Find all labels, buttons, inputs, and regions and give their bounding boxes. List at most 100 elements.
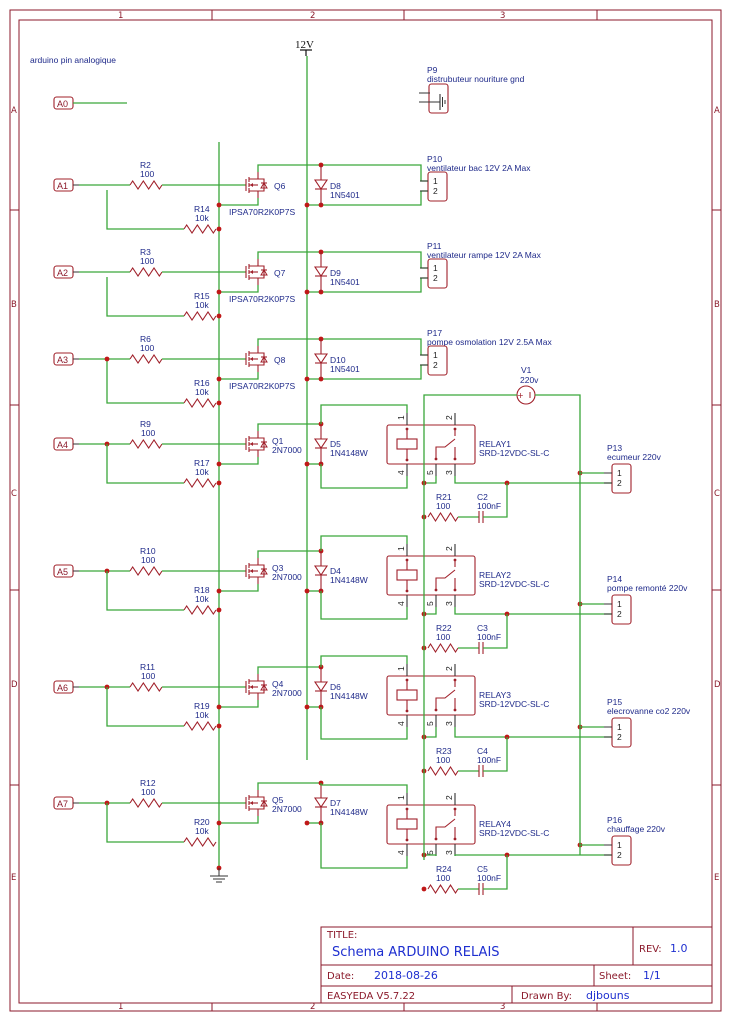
relay-part: SRD-12VDC-SL-C bbox=[479, 828, 549, 838]
relay-pin-label: 1 bbox=[396, 666, 406, 671]
relay-part: SRD-12VDC-SL-C bbox=[479, 448, 549, 458]
net-port-label: A4 bbox=[57, 440, 68, 450]
resistor-icon bbox=[427, 511, 459, 523]
wire bbox=[454, 854, 612, 856]
connector-p11[interactable]: 12 bbox=[420, 258, 448, 289]
resistor-ref: R18 bbox=[194, 585, 210, 595]
wire bbox=[483, 737, 508, 772]
mosfet-part: IPSA70R2K0P7S bbox=[229, 381, 295, 391]
voltage-source-v1[interactable]: V1 220v + bbox=[516, 365, 539, 405]
resistor-icon bbox=[129, 798, 163, 808]
svg-text:P9: P9 bbox=[427, 65, 438, 75]
diode-part: 1N4148W bbox=[330, 691, 368, 701]
net-port-a3[interactable]: A3 bbox=[53, 352, 79, 366]
relay-pin-label: 1 bbox=[396, 546, 406, 551]
relay-ref: RELAY3 bbox=[479, 690, 511, 700]
diode-ref: D4 bbox=[330, 566, 341, 576]
net-port-a2[interactable]: A2 bbox=[53, 265, 79, 279]
diode-part: 1N4148W bbox=[330, 807, 368, 817]
connector-p10[interactable]: 12 bbox=[420, 171, 448, 202]
junction bbox=[216, 723, 222, 729]
net-port-a5[interactable]: A5 bbox=[53, 564, 79, 578]
mosfet-ref: Q3 bbox=[272, 563, 284, 573]
resistor-value: 10k bbox=[195, 467, 209, 477]
mosfet-icon bbox=[245, 558, 268, 584]
mosfet-icon bbox=[245, 431, 268, 457]
resistor-ref: R6 bbox=[140, 334, 151, 344]
zone-column-label: 2 bbox=[310, 1002, 315, 1012]
wire bbox=[454, 607, 612, 615]
net-port-a6[interactable]: A6 bbox=[53, 680, 79, 694]
resistor-value: 100 bbox=[436, 632, 450, 642]
diode-icon bbox=[313, 165, 329, 205]
junction bbox=[304, 461, 310, 467]
diode-ref: D5 bbox=[330, 439, 341, 449]
zone-row-label: B bbox=[11, 300, 17, 310]
diode-part: 1N5401 bbox=[330, 190, 360, 200]
mosfet-part: 2N7000 bbox=[272, 804, 302, 814]
wire bbox=[483, 483, 508, 518]
resistor-value: 10k bbox=[195, 710, 209, 720]
junction bbox=[216, 607, 222, 613]
svg-text:220v: 220v bbox=[520, 375, 539, 385]
resistor-icon bbox=[129, 180, 163, 190]
resistor-ref: R24 bbox=[436, 864, 452, 874]
resistor-value: 100 bbox=[436, 873, 450, 883]
diode-icon bbox=[313, 551, 329, 591]
resistor-ref: R17 bbox=[194, 458, 210, 468]
connector-p15[interactable]: 12 bbox=[604, 717, 632, 748]
connector-p17[interactable]: 12 bbox=[420, 345, 448, 376]
net-port-label: A7 bbox=[57, 799, 68, 809]
resistor-icon bbox=[129, 267, 163, 277]
junction bbox=[216, 480, 222, 486]
relay-ref: RELAY2 bbox=[479, 570, 511, 580]
resistor-value: 100 bbox=[140, 169, 154, 179]
wire bbox=[106, 277, 184, 317]
date-value: 2018-08-26 bbox=[374, 969, 438, 982]
connector-p13[interactable]: 12 bbox=[604, 463, 632, 494]
junction bbox=[104, 356, 110, 362]
wire bbox=[424, 727, 437, 738]
diode-part: 1N4148W bbox=[330, 575, 368, 585]
mosfet-ref: Q4 bbox=[272, 679, 284, 689]
connector-desc: chauffage 220v bbox=[607, 824, 666, 834]
relay-pin-label: 3 bbox=[444, 470, 454, 475]
connector-p14[interactable]: 12 bbox=[604, 594, 632, 625]
net-port-a1[interactable]: A1 bbox=[53, 178, 79, 192]
wire bbox=[257, 782, 321, 790]
pin-2-label: 2 bbox=[617, 609, 622, 619]
zone-row-label: A bbox=[714, 106, 720, 116]
diode-ref: D7 bbox=[330, 798, 341, 808]
mosfet-ref: Q6 bbox=[274, 181, 286, 191]
connector-desc: elecrovanne co2 220v bbox=[607, 706, 691, 716]
wire bbox=[454, 476, 612, 484]
junction bbox=[421, 886, 427, 892]
connector-desc: ecumeur 220v bbox=[607, 452, 662, 462]
svg-text:distrubuteur nouriture gnd: distrubuteur nouriture gnd bbox=[427, 74, 525, 84]
resistor-ref: R14 bbox=[194, 204, 210, 214]
resistor-icon bbox=[427, 765, 459, 777]
svg-text:+: + bbox=[517, 391, 524, 400]
relay-pin-label: 2 bbox=[444, 795, 454, 800]
zone-row-label: C bbox=[714, 489, 720, 499]
connector-p16[interactable]: 12 bbox=[604, 835, 632, 866]
wire bbox=[307, 277, 428, 293]
connector-p9[interactable]: P9 distrubuteur nouriture gnd bbox=[419, 65, 525, 114]
relay-pin-label: 5 bbox=[425, 850, 435, 855]
ground-icon bbox=[210, 865, 228, 883]
junction bbox=[216, 820, 222, 826]
resistor-ref: R15 bbox=[194, 291, 210, 301]
net-port-a7[interactable]: A7 bbox=[53, 796, 79, 810]
resistor-value: 10k bbox=[195, 594, 209, 604]
wire bbox=[106, 803, 184, 843]
resistor-ref: R16 bbox=[194, 378, 210, 388]
wire bbox=[320, 464, 408, 489]
net-port-a0[interactable]: A0 bbox=[53, 96, 127, 110]
net-port-a4[interactable]: A4 bbox=[53, 437, 79, 451]
wire bbox=[424, 476, 437, 484]
junction bbox=[216, 400, 222, 406]
wire bbox=[106, 687, 184, 727]
